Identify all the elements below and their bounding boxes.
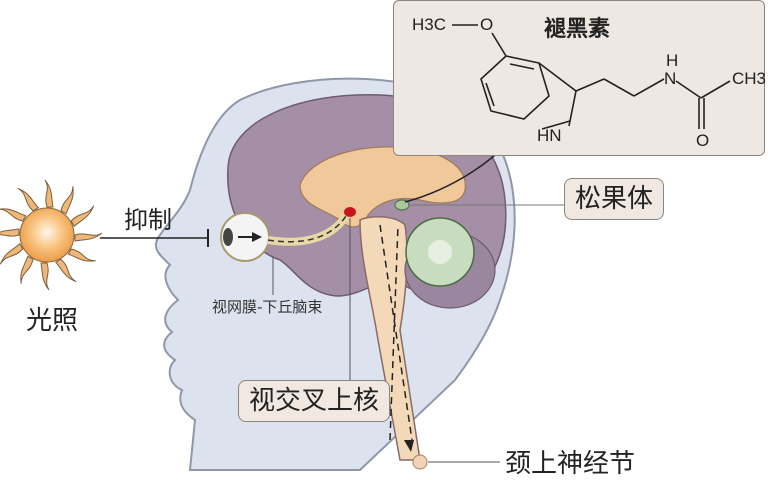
eye xyxy=(220,212,270,262)
melatonin-structure xyxy=(452,24,731,130)
atom-amide-n: N xyxy=(664,69,677,88)
atom-nh-ring: HN xyxy=(537,126,562,145)
sun-icon xyxy=(0,179,103,291)
label-pineal: 松果体 xyxy=(564,178,665,220)
atom-o-methoxy: O xyxy=(480,15,494,34)
label-retinohypothalamic-tract: 视网膜-下丘脑束 xyxy=(212,298,323,316)
atom-h3c: H3C xyxy=(412,15,447,34)
atom-amide-h: H xyxy=(666,51,679,70)
atom-o-carbonyl: O xyxy=(696,131,710,150)
label-superior-cervical-ganglion: 颈上神经节 xyxy=(505,449,636,479)
brainstem xyxy=(359,215,421,461)
melatonin-structure-box: 褪黑素 H3C O HN H N CH3 O xyxy=(393,0,767,156)
label-light: 光照 xyxy=(26,306,79,336)
label-inhibit: 抑制 xyxy=(124,206,172,234)
molecule-name: 褪黑素 xyxy=(544,17,611,42)
scn-dot xyxy=(344,207,356,217)
superior-cervical-ganglion xyxy=(412,454,428,470)
atom-ch3: CH3 xyxy=(732,69,767,88)
label-scn: 视交叉上核 xyxy=(238,380,391,422)
